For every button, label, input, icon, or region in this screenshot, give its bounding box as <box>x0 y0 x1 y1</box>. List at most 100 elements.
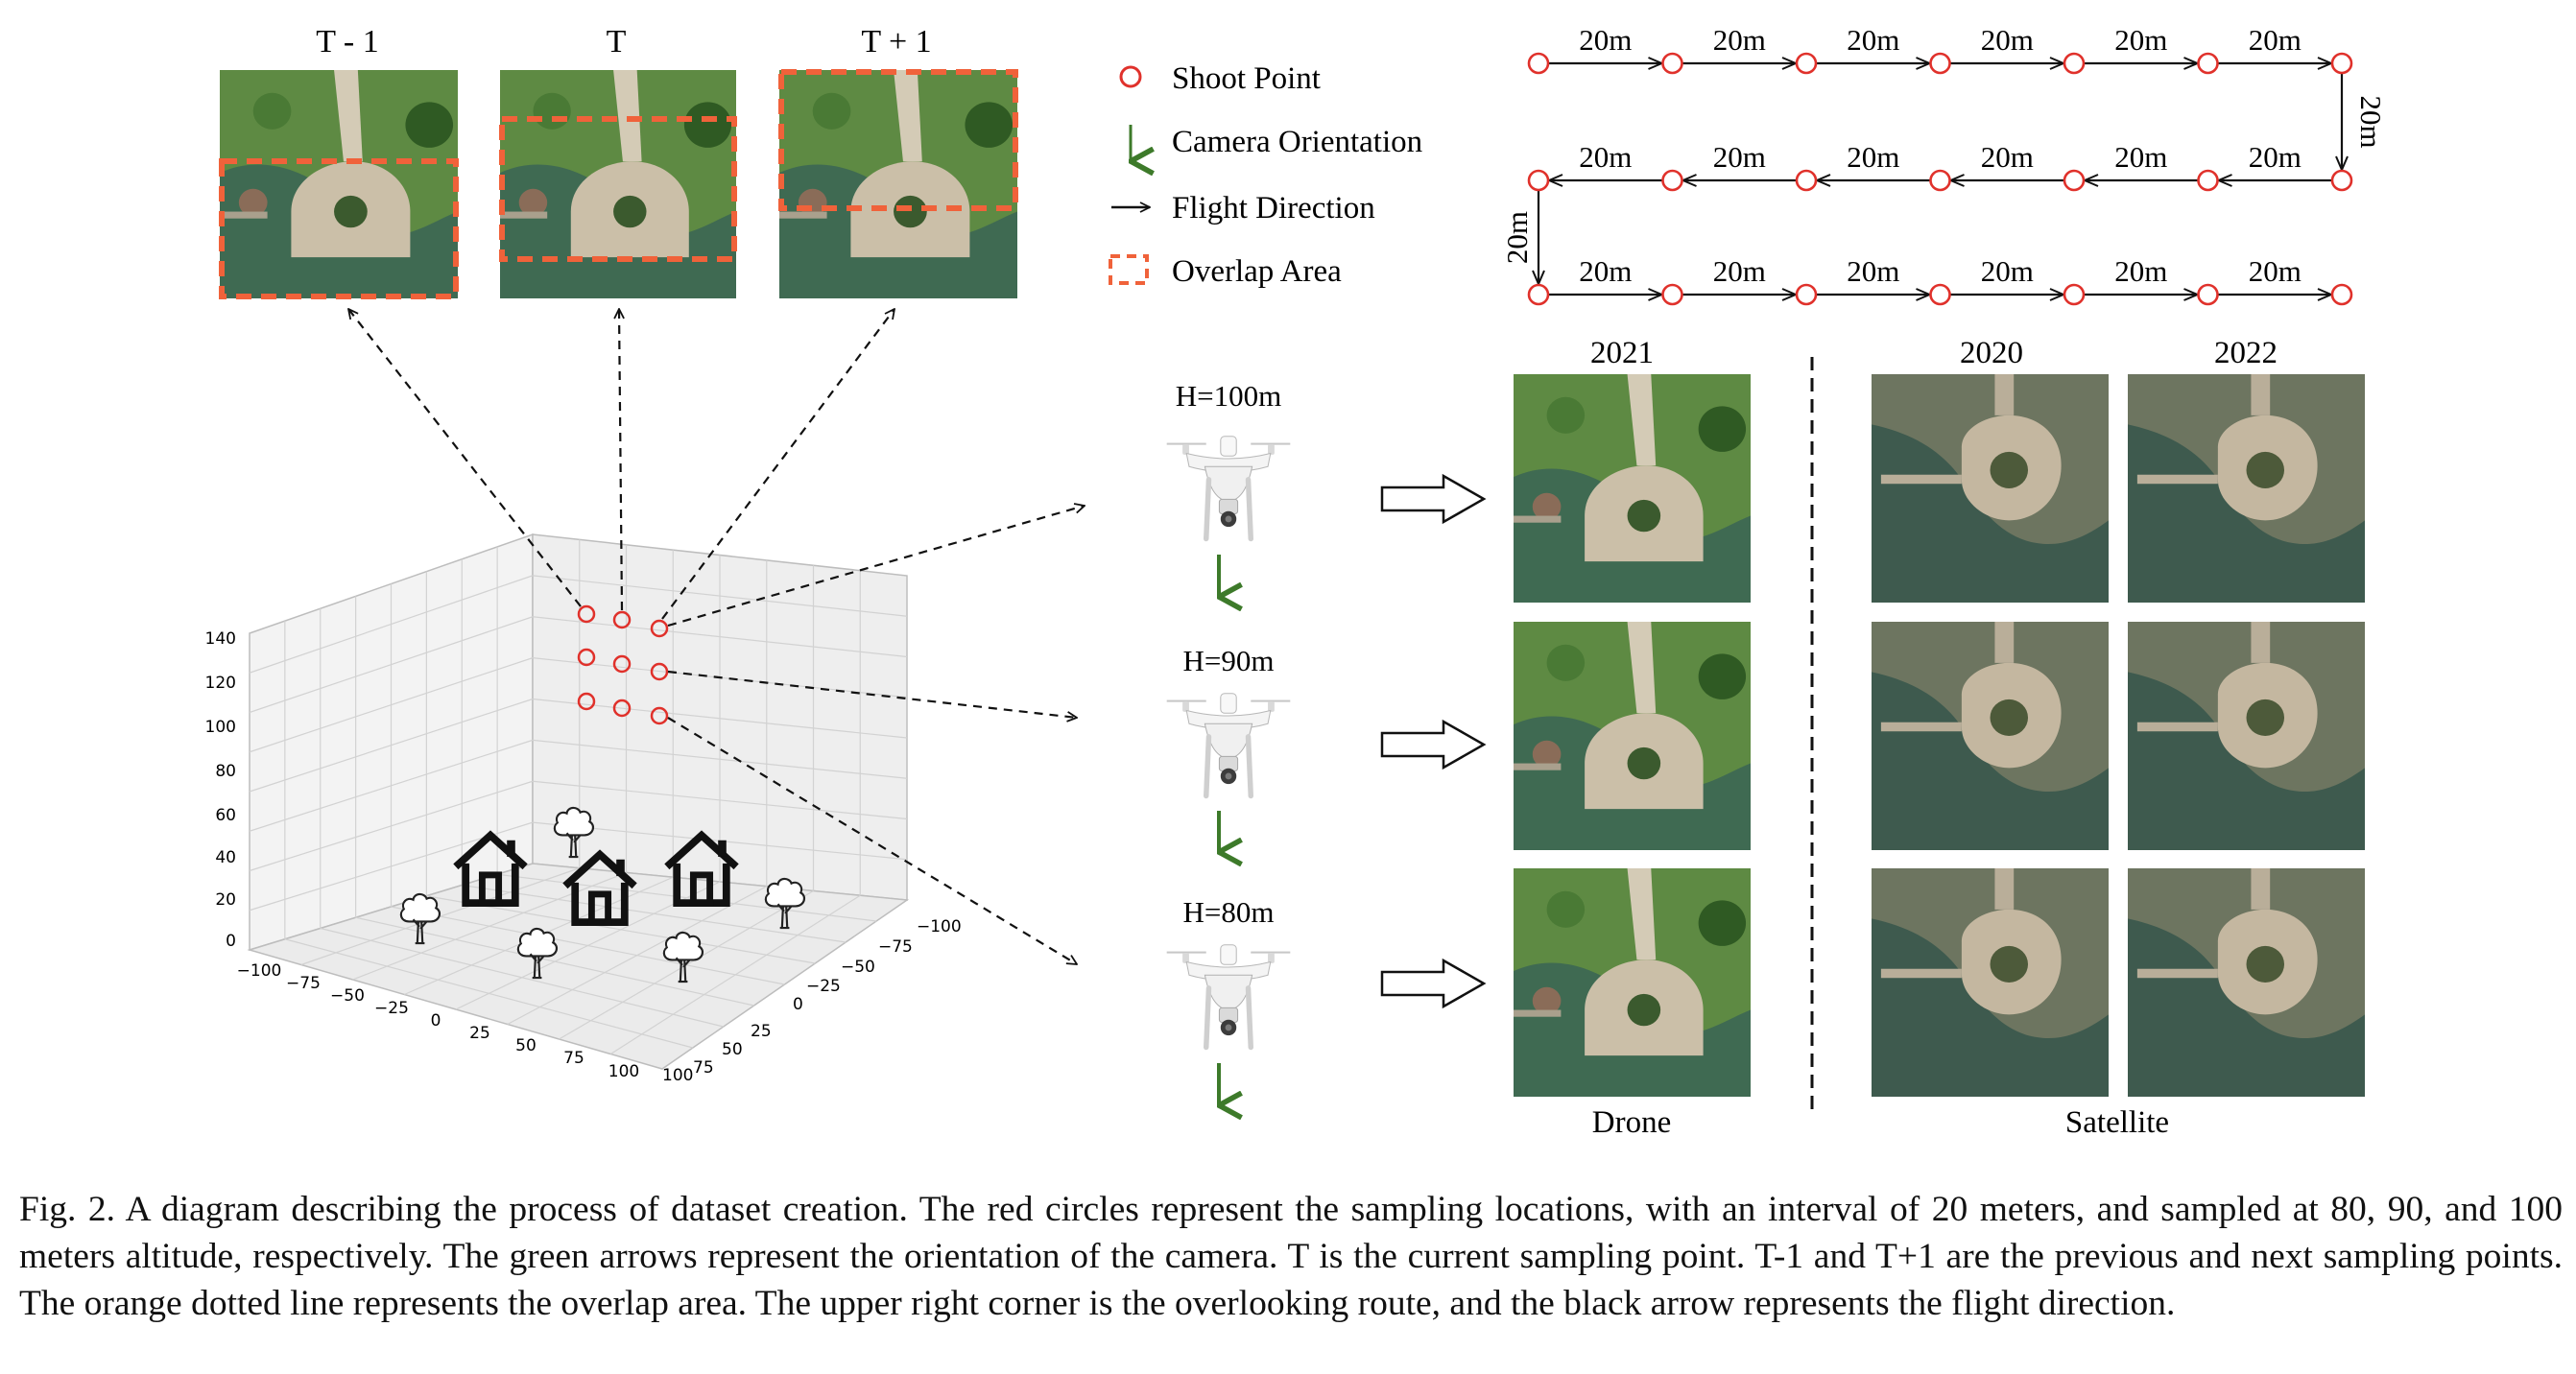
grid-line <box>609 894 861 1055</box>
route-shoot-point <box>1795 52 1818 75</box>
route-interval-label: 20m <box>2114 140 2167 174</box>
x-tick: −100 <box>237 961 282 981</box>
route-shoot-point <box>1661 52 1683 75</box>
altitude-label-80m: H=80m <box>1183 895 1275 929</box>
legend-overlap-area-icon <box>1109 254 1149 285</box>
y-tick: −100 <box>917 917 962 936</box>
route-interval-label: 20m <box>2249 140 2302 174</box>
sampling-point <box>577 604 596 624</box>
route-interval-label: 20m <box>1847 254 1899 288</box>
hollow-arrow-icon <box>1380 958 1487 1009</box>
y-tick: 50 <box>722 1040 743 1059</box>
route-interval-label: 20m <box>1713 140 1766 174</box>
x-tick: −75 <box>286 974 321 993</box>
altitude-label-100m: H=100m <box>1176 379 1281 413</box>
route-shoot-point <box>1527 52 1550 75</box>
grid-line <box>507 886 768 1026</box>
route-interval-label: 20m <box>2114 23 2167 57</box>
x-tick: 50 <box>515 1036 537 1055</box>
aerial-image-current <box>500 70 736 298</box>
altitude-3d-plot: 140 120 100 80 60 40 20 0 −100 −75 −50 −… <box>205 309 1085 1085</box>
drone-image-80m <box>1514 868 1751 1097</box>
drone-icon <box>1167 437 1291 539</box>
hollow-arrow-icon <box>1380 473 1487 525</box>
route-shoot-point <box>1661 169 1683 192</box>
z-tick: 20 <box>215 890 236 910</box>
y-tick: −50 <box>841 958 875 977</box>
x-tick: 75 <box>563 1049 584 1068</box>
connector-100m <box>667 506 1085 628</box>
aerial-image-next <box>779 70 1017 298</box>
overlap-box-prev <box>219 158 459 299</box>
route-interval-label: 20m <box>2249 23 2302 57</box>
legend-overlap-area-label: Overlap Area <box>1172 254 1342 289</box>
figure-caption: Fig. 2. A diagram describing the process… <box>19 1190 2563 1323</box>
grid-line <box>462 884 847 943</box>
route-interval-label: 20m <box>2249 254 2302 288</box>
legend-shoot-point-icon <box>1119 65 1142 88</box>
route-interval-label: 20m <box>2354 95 2388 148</box>
route-shoot-point <box>2197 52 2219 75</box>
sampling-point <box>612 654 632 674</box>
route-interval-label: 20m <box>1579 140 1632 174</box>
plot-sampling-points <box>577 604 669 725</box>
route-interval-label: 20m <box>1713 254 1766 288</box>
route-interval-label: 20m <box>1713 23 1766 57</box>
y-tick: 75 <box>693 1058 714 1078</box>
grid-line <box>532 739 908 779</box>
route-interval-label: 20m <box>1847 140 1899 174</box>
imagery-grid: 2021 2020 2022 Drone Satellite <box>1514 336 2365 1140</box>
connector-current <box>619 309 622 611</box>
sampling-point <box>650 662 669 681</box>
route-shoot-point <box>2197 283 2219 306</box>
z-tick: 60 <box>215 806 236 825</box>
route-shoot-point <box>2330 52 2353 75</box>
route-interval-label: 20m <box>1500 211 1534 264</box>
legend-camera-orientation-label: Camera Orientation <box>1172 125 1422 159</box>
drone-icon <box>1167 694 1291 796</box>
overlap-box-current <box>499 116 737 262</box>
connector-90m <box>667 670 1077 718</box>
flight-route: 20m 20m 20m 20m 20m 20m 20m 20m 20m 20m 20m 20m 20m 2… <box>1500 23 2388 306</box>
satellite-image-2020-b <box>1872 622 2109 850</box>
satellite-image-2020-a <box>1872 374 2109 603</box>
route-shoot-point <box>1661 283 1683 306</box>
satellite-column-label: Satellite <box>2065 1105 2169 1140</box>
route-interval-label: 20m <box>1981 140 2034 174</box>
hollow-arrow-icon <box>1380 719 1487 770</box>
route-shoot-point <box>2330 283 2353 306</box>
grid-line <box>497 873 877 922</box>
drone-image-90m <box>1514 622 1751 850</box>
legend: Shoot Point Camera Orientation Flight Di… <box>1109 61 1422 289</box>
route-interval-label: 20m <box>1579 254 1632 288</box>
route-shoot-point <box>1929 52 1951 75</box>
route-interval-label: 20m <box>1579 23 1632 57</box>
sampling-point <box>650 706 669 725</box>
frame-connectors <box>348 309 894 620</box>
top-frames-group: T - 1 T T + 1 <box>219 24 1018 299</box>
grid-line <box>249 739 534 832</box>
overlap-box-next <box>778 69 1018 211</box>
drone-year-label: 2021 <box>1590 336 1654 370</box>
route-shoot-point <box>2063 283 2086 306</box>
legend-flight-direction-label: Flight Direction <box>1172 191 1375 225</box>
frame-label-current: T <box>607 24 627 59</box>
route-shoot-point <box>2330 169 2353 192</box>
y-tick: 100 <box>662 1066 693 1085</box>
drone-image-100m <box>1514 374 1751 603</box>
drone-column-label: Drone <box>1592 1105 1671 1140</box>
drones-column: H=100m H=90m H=80m <box>1167 379 1487 1105</box>
frame-label-prev: T - 1 <box>316 24 378 59</box>
altitude-connectors <box>667 506 1085 964</box>
connector-prev <box>348 309 582 607</box>
route-interval-label: 20m <box>2114 254 2167 288</box>
route-shoot-point <box>2197 169 2219 192</box>
sampling-point <box>577 692 596 711</box>
legend-shoot-point-label: Shoot Point <box>1172 61 1321 96</box>
satellite-image-2022-b <box>2128 622 2365 850</box>
sampling-point <box>577 648 596 667</box>
route-interval-label: 20m <box>1981 254 2034 288</box>
y-axis-ticks: −100 −75 −50 −25 0 25 50 75 100 <box>662 917 962 1085</box>
sampling-point <box>612 699 632 718</box>
